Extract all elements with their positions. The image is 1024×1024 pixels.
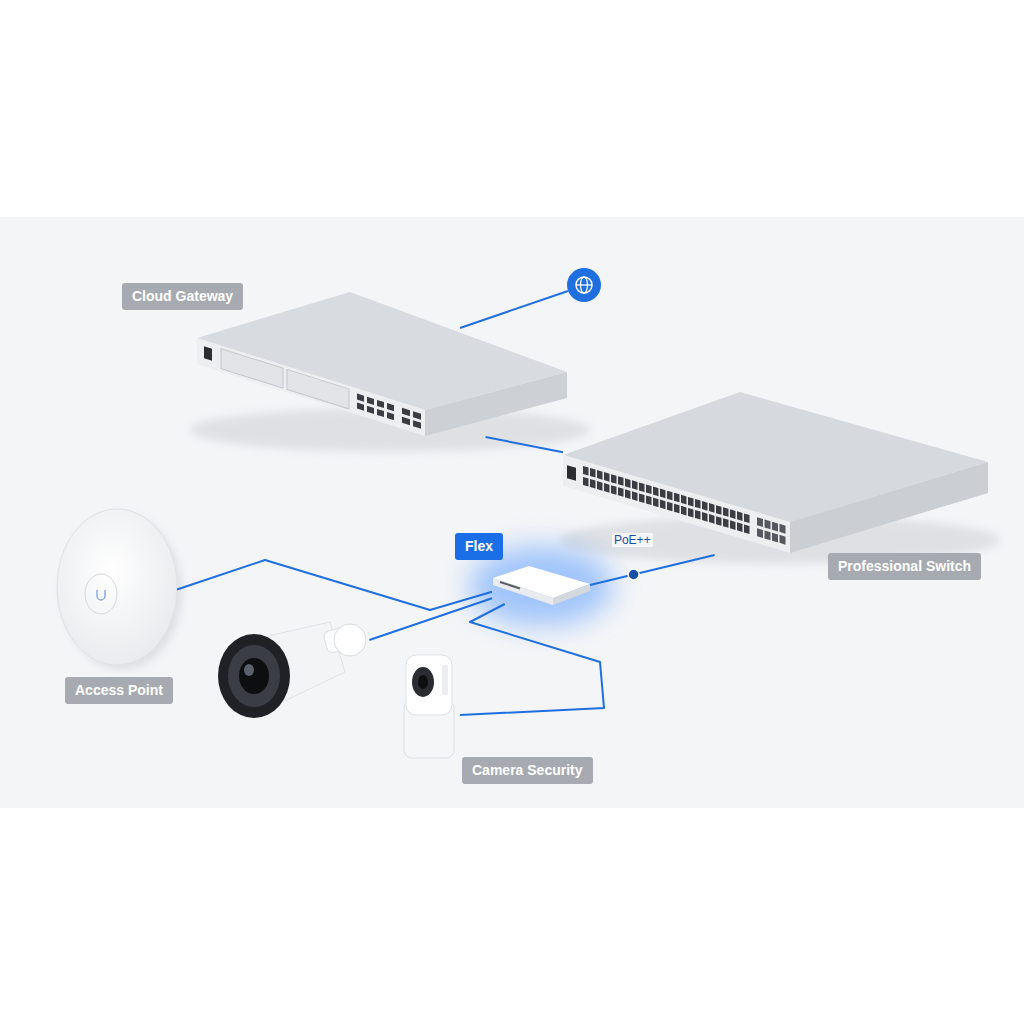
edge-label: PoE++ [612,533,653,547]
network-cable [590,555,715,585]
device-label: Camera Security [462,757,593,784]
flex-node: Flex [492,566,590,604]
cube-camera [404,655,454,758]
power-dot [628,569,639,580]
gateway-node: Cloud Gateway [197,292,567,437]
internet-wire [460,291,568,328]
network-cable [460,604,604,715]
gateway-device [190,292,590,452]
device-label: Flex [455,533,503,560]
device-label: Cloud Gateway [122,283,243,310]
switch-node: Professional Switch [563,392,990,555]
network-cable [177,560,492,610]
access-point-device [57,509,182,670]
bullet-camera [218,622,366,718]
globe-icon [567,268,601,302]
device-label: Professional Switch [828,553,981,580]
device-label: Access Point [65,677,173,704]
access-point-node: Access Point [57,510,177,660]
network-cable [486,437,563,452]
camera-node: Camera Security [215,640,460,765]
backdrop-band [0,217,1024,808]
switch-device [560,392,1000,564]
